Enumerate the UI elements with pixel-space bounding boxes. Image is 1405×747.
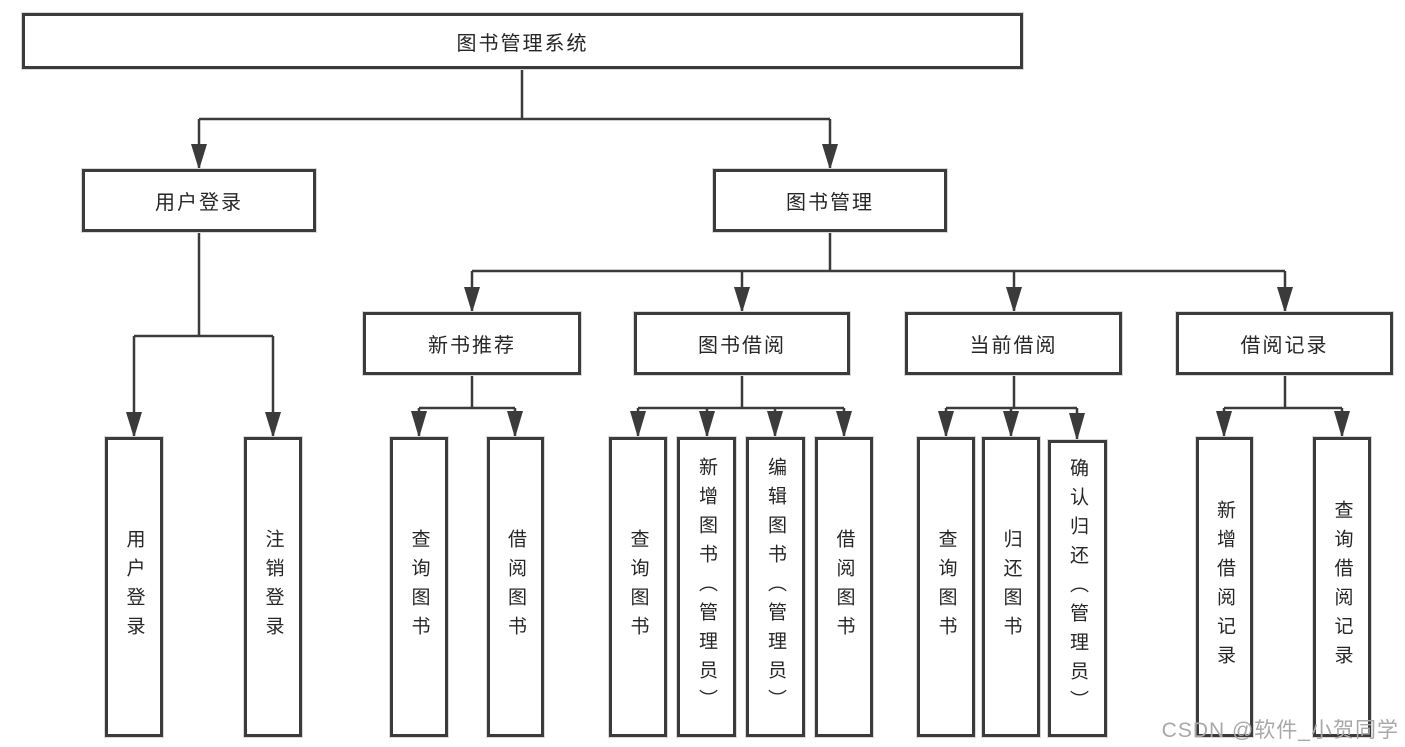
leaf-query-book-borrow-label: 查询图书	[627, 529, 649, 645]
node-book-management: 图书管理	[713, 169, 947, 232]
node-borrow-record: 借阅记录	[1176, 312, 1393, 375]
leaf-query-book-recommend: 查询图书	[390, 437, 448, 737]
csdn-watermark: CSDN @软件_小贺同学	[1161, 719, 1399, 742]
leaf-query-book-recommend-label: 查询图书	[408, 529, 430, 645]
node-book-management-label: 图书管理	[786, 192, 874, 214]
node-current-borrow-label: 当前借阅	[969, 335, 1058, 357]
arrowheads	[126, 144, 1350, 441]
node-user-login-label: 用户登录	[155, 192, 243, 214]
node-root-label: 图书管理系统	[456, 32, 589, 55]
leaf-borrow-book-borrow: 借阅图书	[815, 437, 873, 737]
leaf-return-book: 归还图书	[982, 437, 1040, 737]
leaf-user-login: 用户登录	[105, 437, 163, 737]
leaf-add-borrow-record: 新增借阅记录	[1196, 437, 1253, 737]
leaf-add-book-admin-label: 新增图书（管理员）	[696, 456, 717, 718]
leaf-user-login-label: 用户登录	[123, 529, 145, 645]
node-user-login: 用户登录	[82, 169, 316, 232]
node-new-book-recommend-label: 新书推荐	[428, 335, 516, 357]
node-book-borrow-label: 图书借阅	[698, 335, 786, 357]
node-root: 图书管理系统	[22, 13, 1023, 69]
node-new-book-recommend: 新书推荐	[363, 312, 581, 375]
node-book-borrow: 图书借阅	[634, 312, 850, 375]
leaf-confirm-return-admin: 确认归还（管理员）	[1048, 440, 1107, 737]
leaf-query-borrow-record: 查询借阅记录	[1313, 437, 1371, 737]
leaf-borrow-book-recommend-label: 借阅图书	[505, 529, 526, 645]
leaf-confirm-return-admin-label: 确认归还（管理员）	[1067, 458, 1088, 719]
leaf-query-borrow-record-label: 查询借阅记录	[1331, 500, 1353, 674]
leaf-add-book-admin: 新增图书（管理员）	[677, 437, 736, 737]
leaf-edit-book-admin-label: 编辑图书（管理员）	[765, 456, 786, 718]
leaf-logout-login: 注销登录	[244, 437, 302, 737]
leaf-add-borrow-record-label: 新增借阅记录	[1214, 500, 1235, 674]
node-borrow-record-label: 借阅记录	[1240, 335, 1329, 357]
leaf-query-book-borrow: 查询图书	[609, 437, 667, 737]
node-current-borrow: 当前借阅	[905, 312, 1122, 375]
leaf-borrow-book-borrow-label: 借阅图书	[833, 529, 855, 645]
leaf-borrow-book-recommend: 借阅图书	[487, 437, 544, 737]
leaf-query-book-current: 查询图书	[917, 437, 975, 737]
leaf-edit-book-admin: 编辑图书（管理员）	[746, 437, 805, 737]
leaf-logout-login-label: 注销登录	[262, 529, 284, 645]
leaf-query-book-current-label: 查询图书	[935, 529, 957, 645]
leaf-return-book-label: 归还图书	[1000, 529, 1022, 645]
